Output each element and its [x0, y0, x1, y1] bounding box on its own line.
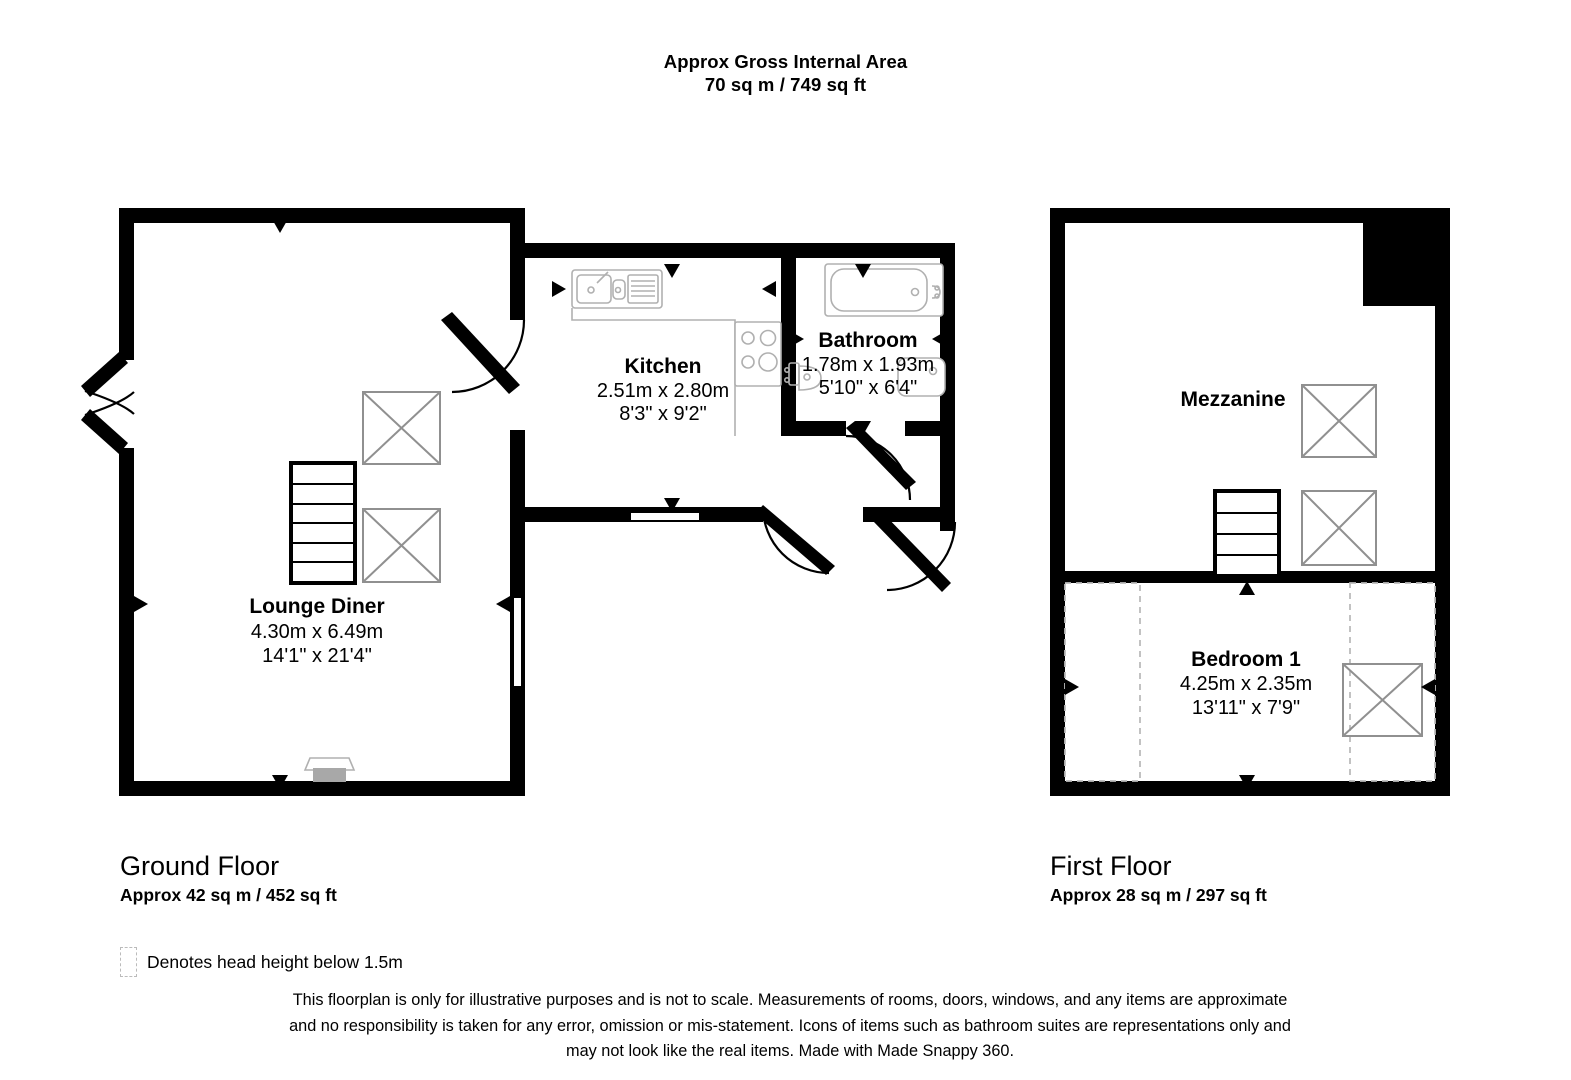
- room-dim-metric: 4.30m x 6.49m: [251, 621, 383, 643]
- view-arrows-first: [1065, 581, 1435, 789]
- room-name: Kitchen: [624, 355, 701, 378]
- bedroom-1-label: Bedroom 1 4.25m x 2.35m 13'11" x 7'9": [1180, 648, 1312, 719]
- door-lounge-top-right: [441, 312, 526, 394]
- ground-floor-area: Approx 42 sq m / 452 sq ft: [120, 885, 337, 905]
- bay-window-arcs: [84, 389, 135, 417]
- ground-floor-stairs: [289, 461, 357, 585]
- room-name: Bathroom: [818, 329, 917, 352]
- room-dim-imperial: 14'1" x 21'4": [262, 645, 372, 667]
- fireplace-icon: [303, 757, 356, 782]
- first-floor-area: Approx 28 sq m / 297 sq ft: [1050, 885, 1267, 905]
- view-arrows-ground: [134, 219, 946, 789]
- head-height-swatch: [120, 947, 137, 977]
- lounge-diner-label: Lounge Diner 4.30m x 6.49m 14'1" x 21'4": [249, 595, 384, 667]
- mezzanine-void-box-lower: [1301, 490, 1377, 566]
- kitchen-hob-icon: [734, 321, 782, 387]
- disclaimer-line-3: may not look like the real items. Made w…: [566, 1042, 1014, 1060]
- ground-floor-walls: [81, 208, 955, 796]
- bedroom-head-height-right: [1349, 582, 1436, 782]
- room-dim-imperial: 8'3" x 9'2": [619, 403, 706, 425]
- room-dim-metric: 4.25m x 2.35m: [1180, 673, 1312, 695]
- door-bathroom: [845, 421, 916, 501]
- disclaimer-line-2: and no responsibility is taken for any e…: [289, 1016, 1291, 1035]
- room-dim-metric: 2.51m x 2.80m: [597, 380, 729, 402]
- room-name: Lounge Diner: [249, 595, 384, 618]
- room-dim-imperial: 13'11" x 7'9": [1192, 697, 1300, 719]
- kitchen-label: Kitchen 2.51m x 2.80m 8'3" x 9'2": [597, 355, 729, 425]
- ground-floor-title: Ground Floor: [120, 851, 280, 881]
- ground-floor-windows: [512, 511, 701, 688]
- mezzanine-void-box-upper: [1301, 384, 1377, 458]
- lounge-void-box-upper: [362, 391, 441, 465]
- disclaimer-line-1: This floorplan is only for illustrative …: [292, 991, 1288, 1009]
- first-floor-plan: Mezzanine Bedroom 1 4.25m x 2.35m 13'11"…: [1050, 208, 1450, 796]
- first-floor-title: First Floor: [1050, 851, 1172, 881]
- ground-floor-caption: Ground Floor Approx 42 sq m / 452 sq ft: [120, 850, 337, 907]
- ground-floor-plan: Lounge Diner 4.30m x 6.49m 14'1" x 21'4"…: [81, 208, 957, 796]
- bathtub-icon: [824, 263, 944, 317]
- room-name: Mezzanine: [1180, 388, 1285, 411]
- toilet-icon: [783, 362, 822, 391]
- door-hall-entry: [873, 512, 957, 592]
- bathroom-label: Bathroom 1.78m x 1.93m 5'10" x 6'4": [802, 329, 934, 399]
- first-floor-caption: First Floor Approx 28 sq m / 297 sq ft: [1050, 850, 1267, 907]
- room-name: Bedroom 1: [1191, 648, 1301, 671]
- gia-title: Approx Gross Internal Area: [663, 51, 908, 72]
- bedroom-void-box: [1342, 663, 1423, 737]
- bedroom-head-height-left: [1064, 582, 1141, 782]
- lounge-void-box-lower: [362, 508, 441, 583]
- kitchen-sink-icon: [571, 269, 663, 309]
- washbasin-icon: [897, 357, 946, 397]
- first-floor-walls: [1050, 208, 1450, 796]
- gross-internal-area-header: Approx Gross Internal Area 70 sq m / 749…: [0, 50, 1571, 96]
- gia-value: 70 sq m / 749 sq ft: [704, 74, 867, 95]
- disclaimer-text: This floorplan is only for illustrative …: [245, 988, 1335, 1065]
- door-hall-to-lounge: [755, 505, 835, 575]
- first-floor-stairs: [1213, 489, 1281, 578]
- room-dim-metric: 1.78m x 1.93m: [802, 354, 934, 376]
- head-height-legend: Denotes head height below 1.5m: [120, 947, 403, 977]
- head-height-legend-label: Denotes head height below 1.5m: [147, 952, 403, 972]
- room-dim-imperial: 5'10" x 6'4": [819, 377, 918, 399]
- mezzanine-label: Mezzanine: [1180, 388, 1285, 411]
